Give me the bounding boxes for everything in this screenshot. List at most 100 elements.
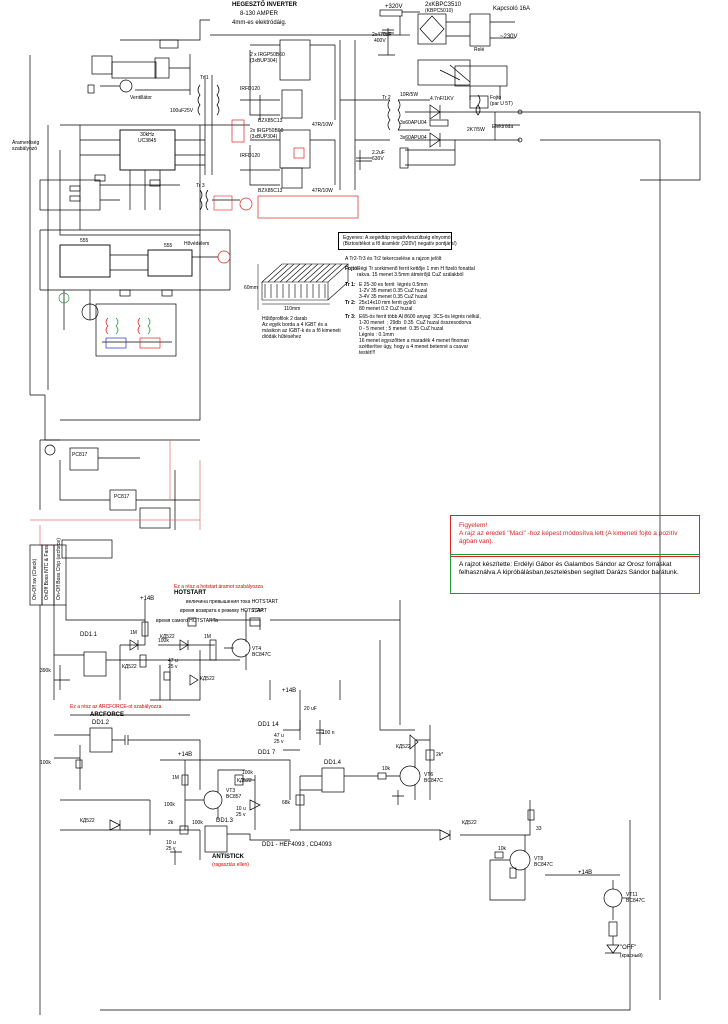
dd1-type-label: DD1 - HEF4093 , CD4093 bbox=[262, 842, 332, 848]
cap-10u-2: 10 u 25 v bbox=[166, 840, 176, 852]
r-100k-1: 100k bbox=[158, 638, 169, 644]
opto-2-label: PC817 bbox=[114, 494, 130, 500]
info-tr3-text: E65-ös ferrit több Al 8600 anyag 3CS-ös … bbox=[359, 314, 481, 356]
cap-voltage-label: 400V bbox=[374, 38, 386, 44]
heatsink-drawing bbox=[261, 263, 349, 301]
banner-3: On-Off Boss Chip (arcforce) bbox=[56, 538, 62, 600]
hotstart-title: HOTSTART bbox=[174, 590, 207, 596]
electrode-label: Elektróda bbox=[492, 124, 514, 130]
heatsink-height: 60mm bbox=[244, 285, 258, 291]
tr2-label: Tr 2 bbox=[382, 95, 391, 101]
off-led-sub: (красный) bbox=[620, 953, 643, 959]
r-100k-5: 100k bbox=[40, 760, 51, 766]
vt4-label: VT4 bbox=[252, 646, 262, 652]
vt8-type: BC847C bbox=[534, 862, 553, 868]
info-header-sub: (Biztosítékot a fő áramkör (320V) negatí… bbox=[343, 241, 457, 247]
r-100k-2: 100k bbox=[164, 802, 175, 808]
r-68k: 68k bbox=[282, 800, 291, 806]
dd1-pin7-label: DD1 bbox=[258, 750, 271, 756]
cap-47u-2: 47 u 25 v bbox=[274, 733, 284, 745]
vt11-label: VT11 bbox=[626, 892, 638, 898]
supply-14v-label-3: +14В bbox=[282, 688, 297, 694]
choke-label: Fojtó bbox=[490, 95, 502, 101]
r-390k: 390k bbox=[40, 668, 51, 674]
vt3-type: BC857 bbox=[226, 794, 242, 800]
zener-bottom-label: BZX85C13 bbox=[258, 188, 283, 194]
info-tr1-text: E 25-30 es ferrit légrés 0.5mm 1-2V 35 m… bbox=[359, 282, 428, 300]
mains-label: ~230V bbox=[500, 34, 518, 40]
r-10k-1: 10k bbox=[382, 766, 391, 772]
r-2k: 2k bbox=[168, 820, 174, 826]
fuse-label: +320V bbox=[385, 4, 403, 10]
cap-10u-1: 10 u 25 v bbox=[236, 806, 246, 818]
dd14-label: DD1.4 bbox=[324, 760, 342, 766]
diode-kd522-6: КД522 bbox=[462, 820, 477, 826]
pin-14-label: 14 bbox=[272, 722, 279, 728]
cap-20u: 20 uF bbox=[304, 706, 317, 712]
title-line3: 4mm-es elektródáig. bbox=[232, 20, 287, 26]
title-line2: 8-130 AMPER bbox=[240, 11, 279, 17]
tr3-label: Tr 3 bbox=[196, 183, 205, 189]
diode-kd522-1: КД522 bbox=[160, 634, 175, 640]
info-tr1-title: Tr 1: bbox=[345, 282, 356, 288]
notice-green: A rajzot készítette: Erdélyi Gábor és Ga… bbox=[450, 554, 700, 594]
cap-4n7-label: 4.7nF/1KV bbox=[430, 96, 454, 102]
hotstart-desc-2: время возврата к режиму HOTSTART bbox=[180, 608, 267, 614]
dd11-label: DD1.1 bbox=[80, 632, 98, 638]
diode-kd522-2: КД522 bbox=[122, 664, 137, 670]
supply-14v-label-2: +14В bbox=[178, 752, 193, 758]
info-tr2-title: Tr 2: bbox=[345, 300, 356, 306]
diode-kd522-3: КД522 bbox=[200, 676, 215, 682]
relay-label: Relé bbox=[474, 47, 485, 53]
bridge-sub-label: (KBPC5010) bbox=[425, 8, 454, 14]
r-2k-star: 2k* bbox=[436, 752, 444, 758]
info-tr3-title: Tr 3: bbox=[345, 314, 356, 320]
supply-14v-label-4: +14В bbox=[578, 870, 593, 876]
dd13-label: DD1.3 bbox=[216, 818, 234, 824]
vt3-label: VT3 bbox=[226, 788, 236, 794]
ic-555-b-label: 555 bbox=[164, 243, 173, 249]
zener-top-label: BZX85C13 bbox=[258, 118, 283, 124]
title-line1: HEGESZTŐ INVERTER bbox=[232, 2, 298, 8]
info-details: Fojtó: Régi Tr sorkimenő ferrit kettője … bbox=[345, 266, 481, 356]
diode-kd522-4: КД522 bbox=[80, 818, 95, 824]
arcforce-note: Ez a rész az ARCFORCE-ot szabályozza bbox=[70, 704, 162, 710]
vt6-type: BC847C bbox=[424, 778, 443, 784]
cap-22u-label: 2.2uF 630V bbox=[372, 150, 385, 162]
info-header-title: Egyenes: A segédtáp negatívfeszültség el… bbox=[343, 235, 451, 241]
output-resistor-label: 2K7/5W bbox=[467, 127, 485, 133]
arcforce-title: ARCFORCE bbox=[90, 712, 124, 718]
banner-2: OnOff Boss NTC & Fans bbox=[44, 545, 50, 600]
vt11-type: BC847C bbox=[626, 898, 645, 904]
hotstart-desc-1: величина превышения тока HOTSTART bbox=[186, 599, 279, 605]
cap-label: 2x470uF bbox=[372, 32, 392, 38]
opto-1-label: PC817 bbox=[72, 452, 88, 458]
r-10k-2: 10k bbox=[498, 846, 507, 852]
resistor-47-top-label: 47R/10W bbox=[312, 122, 333, 128]
resistor-10r-label: 10R/5W bbox=[400, 92, 419, 98]
pin-7-label: 7 bbox=[272, 750, 276, 756]
antistick-note: (ragasztás ellen) bbox=[212, 862, 249, 868]
irfd-top-label: IRFD120 bbox=[240, 86, 261, 92]
dd12-label: DD1.2 bbox=[92, 720, 110, 726]
vt6-label: VT6 bbox=[424, 772, 434, 778]
r-1m-1: 1M bbox=[130, 630, 137, 636]
info-choke-text: Régi Tr sorkimenő ferrit kettője 1 mm H … bbox=[357, 266, 475, 278]
cap-47u: 47 u 25 v bbox=[168, 658, 178, 670]
banner-1: On-Off sw (Check) bbox=[32, 558, 38, 600]
hotstart-desc-3: время самого HOTSTARTa bbox=[156, 618, 218, 624]
current-limit-label: Áramerőség szabályozó bbox=[12, 140, 40, 152]
choke-sub-label: (par U 5T) bbox=[490, 101, 513, 107]
info-tr2-text: 25x14x10 mm ferrit gyűrű 80 menet 0.2 Cu… bbox=[359, 300, 416, 312]
notice-red: Figyelem! A rajz az eredeti "Maci" -hoz … bbox=[450, 515, 700, 557]
heatsink-width: 110mm bbox=[284, 306, 301, 312]
bridge-label: 2xKBPC3510 bbox=[425, 2, 462, 8]
r-33: 33 bbox=[536, 826, 542, 832]
diodes-b-label: 3x60APU04 bbox=[400, 135, 427, 141]
off-led-label: "OFF" bbox=[620, 945, 637, 951]
thermal-protect-label: Hővédelem bbox=[184, 241, 210, 247]
heatsink-note: Hűtőprofilok 2 darab Az egyik borda a 4 … bbox=[262, 316, 341, 340]
hotstart-note: Ez a rész a hotstart áramot szabályozza bbox=[174, 584, 263, 590]
r-100k-3: 100k bbox=[192, 820, 203, 826]
dd1-pin14-label: DD1 bbox=[258, 722, 271, 728]
